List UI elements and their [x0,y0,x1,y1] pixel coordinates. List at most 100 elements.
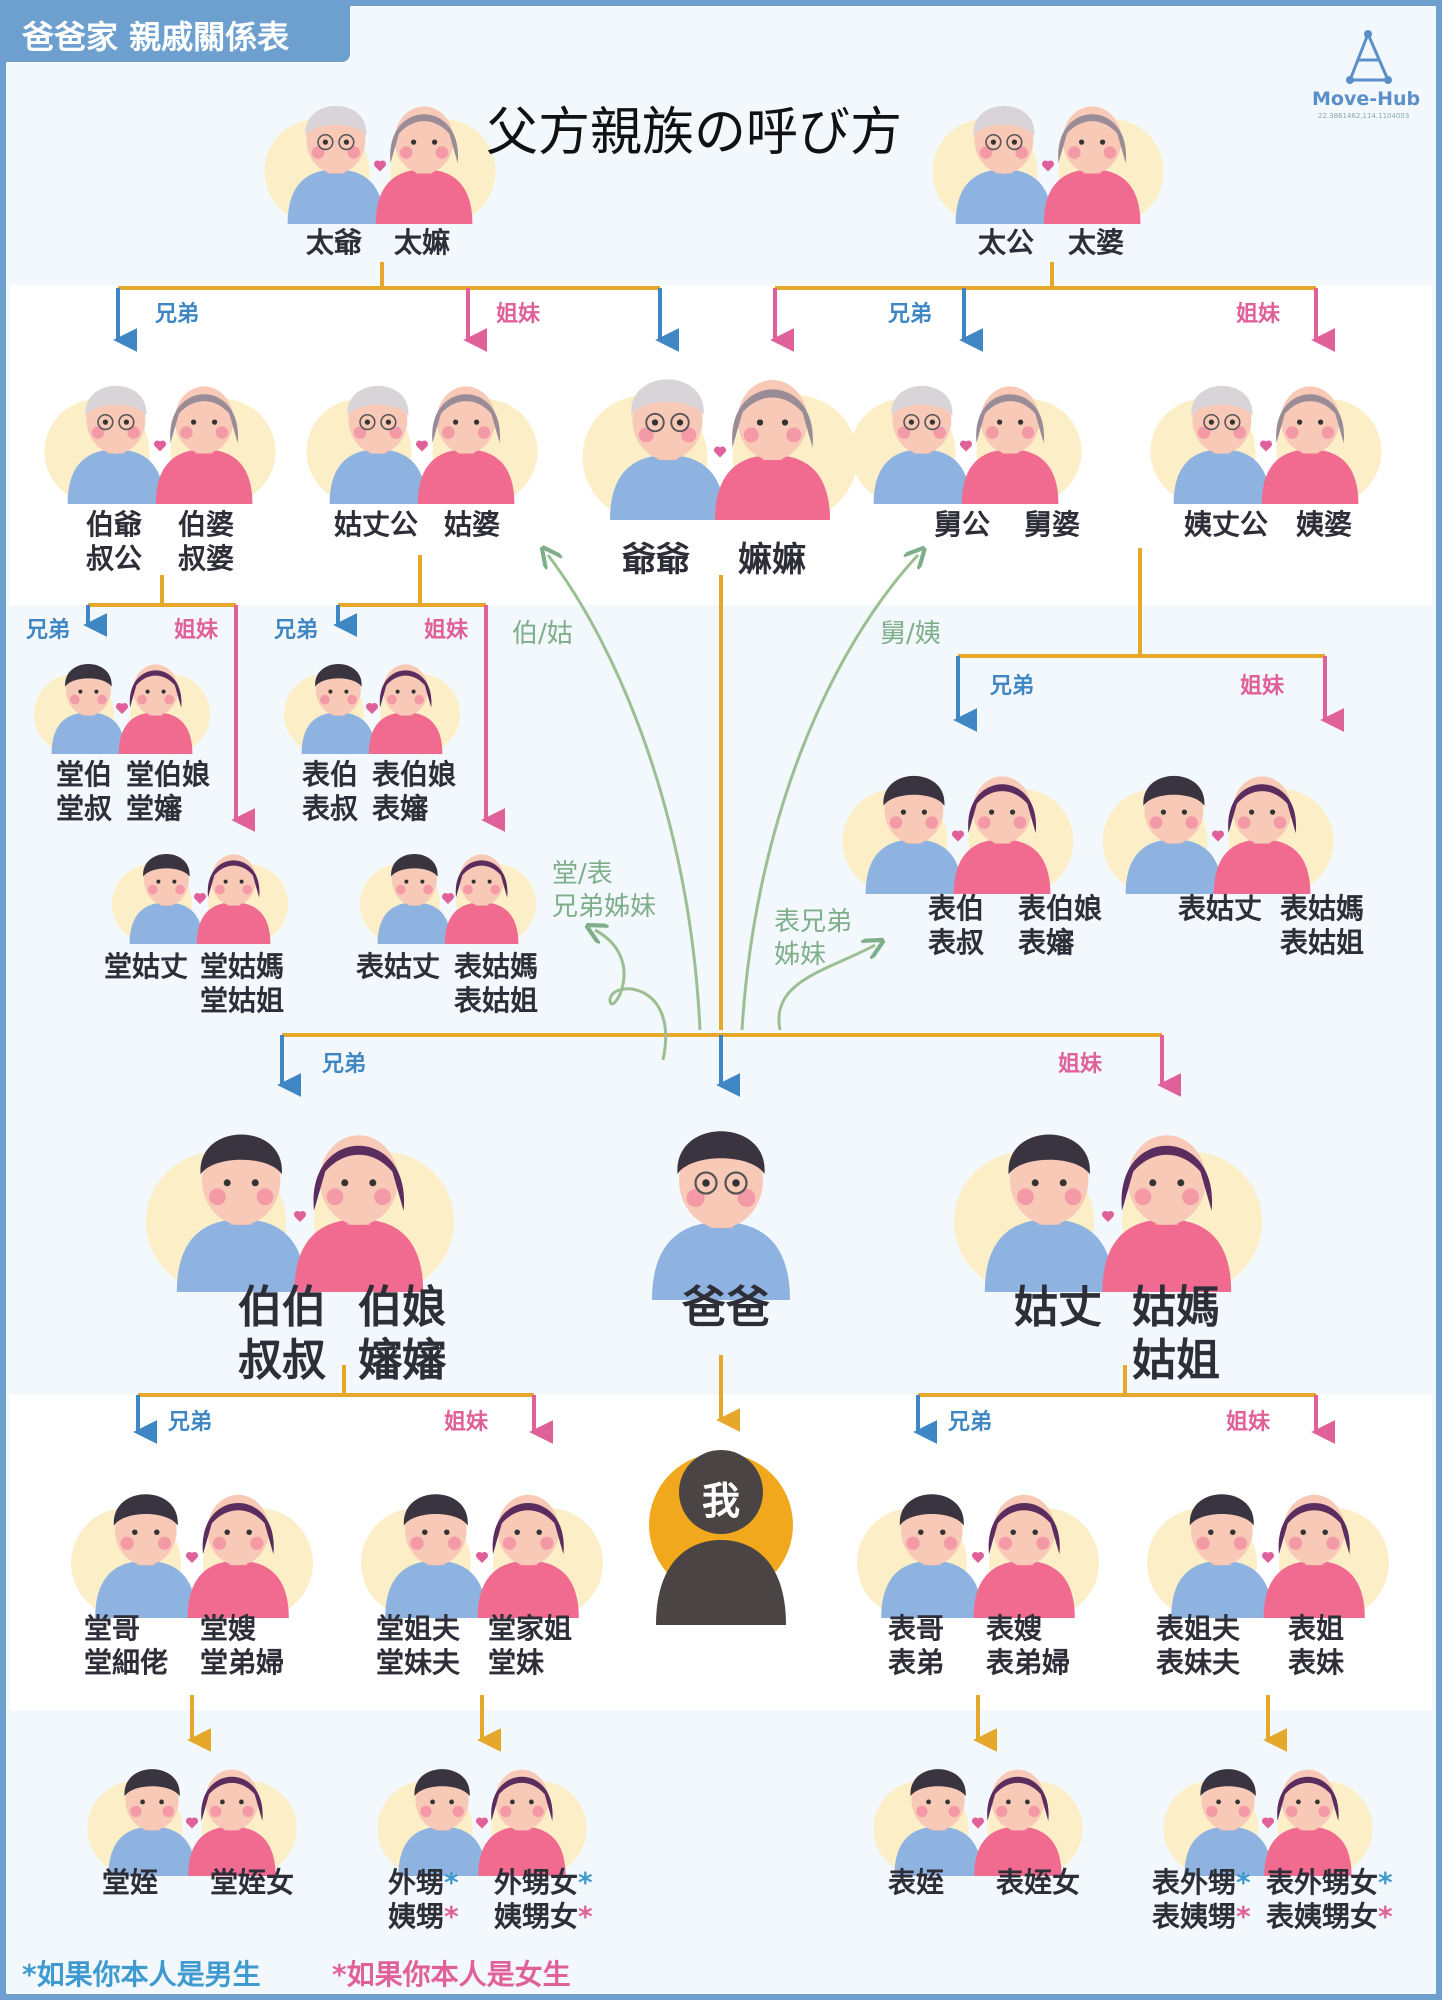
man-figure [398,1769,486,1876]
woman-figure [155,386,253,504]
label-tang-sisters-husband: 堂姐夫 堂妹夫 [376,1612,461,1679]
man-figure [51,664,126,754]
label-grandaunt-husband: 姑丈公 [334,508,419,541]
heart-icon [475,1817,489,1829]
woman-figure [974,1769,1062,1876]
heart-icon [1211,830,1225,842]
man-figure [67,385,165,504]
curve-label-bogu: 伯/姑 [512,619,573,649]
tag-sister: 姐妹 [1240,674,1285,699]
man-figure [984,1134,1114,1292]
heart-icon [415,440,429,452]
label-biao-boniang: 表伯娘 表嬸 [372,758,457,825]
man-figure [95,1494,197,1618]
label-tang-bo: 堂伯 堂叔 [56,758,113,825]
woman-figure [1102,1135,1232,1292]
label-grandmothers-sister: 姨婆 [1296,508,1353,541]
tag-brother: 兄弟 [990,674,1035,699]
label-tang-guma: 堂姑媽 堂姑姐 [200,950,285,1017]
label-biao-wai-sheng: 表外甥*表姨甥* [1152,1866,1251,1933]
heart-icon [1261,1817,1275,1829]
woman-figure [417,386,515,504]
man-figure [377,854,452,944]
label-biao-guma: 表姑媽 表姑姐 [454,950,539,1017]
man-figure [894,1769,982,1876]
heart-icon [185,1551,199,1563]
label-tang-boniang: 堂伯娘 堂嬸 [126,758,211,825]
woman-figure [477,1494,579,1618]
tag-brother: 兄弟 [888,302,933,327]
woman-figure [444,854,519,944]
woman-figure [1264,1769,1352,1876]
heart-icon [1259,440,1273,452]
label-right-biao-boniang: 表伯娘 表嬸 [1018,892,1103,959]
label-maternal-great-grandfather: 太公 [978,226,1035,259]
label-great-grandmother: 太嫲 [394,226,451,259]
tag-brother: 兄弟 [274,618,319,643]
label-biao-nephew: 表姪 [888,1866,945,1899]
logo-address: 22.3861462,114.1104003 [1318,112,1410,120]
heart-icon [293,1210,307,1222]
tag-sister: 姐妹 [1236,302,1281,327]
label-wai-sheng: 外甥*姨甥* [388,1866,459,1933]
title-tab: 爸爸家 親戚關係表 [0,0,350,62]
label-aunts-husband: 姑丈 [1014,1282,1102,1333]
label-grandmothers-brothers-wife: 舅婆 [1024,508,1081,541]
man-figure [865,775,963,894]
label-maternal-great-grandmother: 太婆 [1068,226,1125,259]
tag-sister: 姐妹 [444,1410,489,1435]
man-figure [881,1494,983,1618]
heart-icon [713,446,727,458]
heart-icon [373,160,387,172]
label-uncle: 伯伯 叔叔 [238,1282,326,1386]
tag-brother: 兄弟 [948,1410,993,1435]
woman-figure [953,776,1051,894]
heart-icon [1101,1210,1115,1222]
label-tang-niece: 堂姪女 [210,1866,295,1899]
note-male: *如果你本人是男生 [22,1958,261,1991]
heart-icon [1041,160,1055,172]
heart-icon [185,1817,199,1829]
tag-brother: 兄弟 [155,302,200,327]
woman-figure [973,1494,1075,1618]
heart-icon [441,892,455,904]
label-wai-sheng-nu: 外甥女*姨甥女* [494,1866,593,1933]
me-label: 我 [702,1479,741,1523]
label-biao-guzhang: 表姑丈 [356,950,441,983]
heart-icon [365,702,379,714]
curve-label-biaoxiong: 表兄弟 姊妹 [774,907,853,970]
label-biao-brother: 表哥 表弟 [888,1612,945,1679]
man-figure [1125,775,1223,894]
man-figure [1173,385,1271,504]
label-biao-sisters-husband: 表姐夫 表妹夫 [1156,1612,1241,1679]
man-figure [955,105,1053,224]
tag-sister: 姐妹 [1226,1410,1271,1435]
label-right-biao-guma: 表姑媽 表姑姐 [1280,892,1365,959]
label-biao-sister-in-law: 表嫂 表弟婦 [986,1612,1071,1679]
label-grandmothers-sisters-husband: 姨丈公 [1184,508,1269,541]
label-aunt: 姑媽 姑姐 [1132,1282,1220,1386]
woman-figure [375,106,473,224]
woman-figure [1263,1494,1365,1618]
man-figure [385,1494,487,1618]
woman-figure [294,1135,424,1292]
logo-icon [1346,30,1392,84]
curve-label-tangbiao: 堂/表 兄弟姊妹 [552,859,657,922]
tag-brother: 兄弟 [322,1052,367,1077]
label-biao-bo: 表伯 表叔 [302,758,359,825]
woman-figure [1261,386,1359,504]
label-dad: 爸爸 [682,1282,770,1333]
tag-sister: 姐妹 [1058,1052,1103,1077]
heart-icon [971,1551,985,1563]
label-grandaunt: 伯婆 叔婆 [178,508,235,575]
label-grandmother: 嫲嫲 [738,540,806,580]
tag-brother: 兄弟 [26,618,71,643]
woman-figure [368,664,443,754]
heart-icon [1261,1551,1275,1563]
label-grandfather: 爺爺 [622,540,690,580]
label-right-biao-bo: 表伯 表叔 [928,892,985,959]
heart-icon [115,702,129,714]
woman-figure [196,854,271,944]
man-figure [652,1131,790,1300]
